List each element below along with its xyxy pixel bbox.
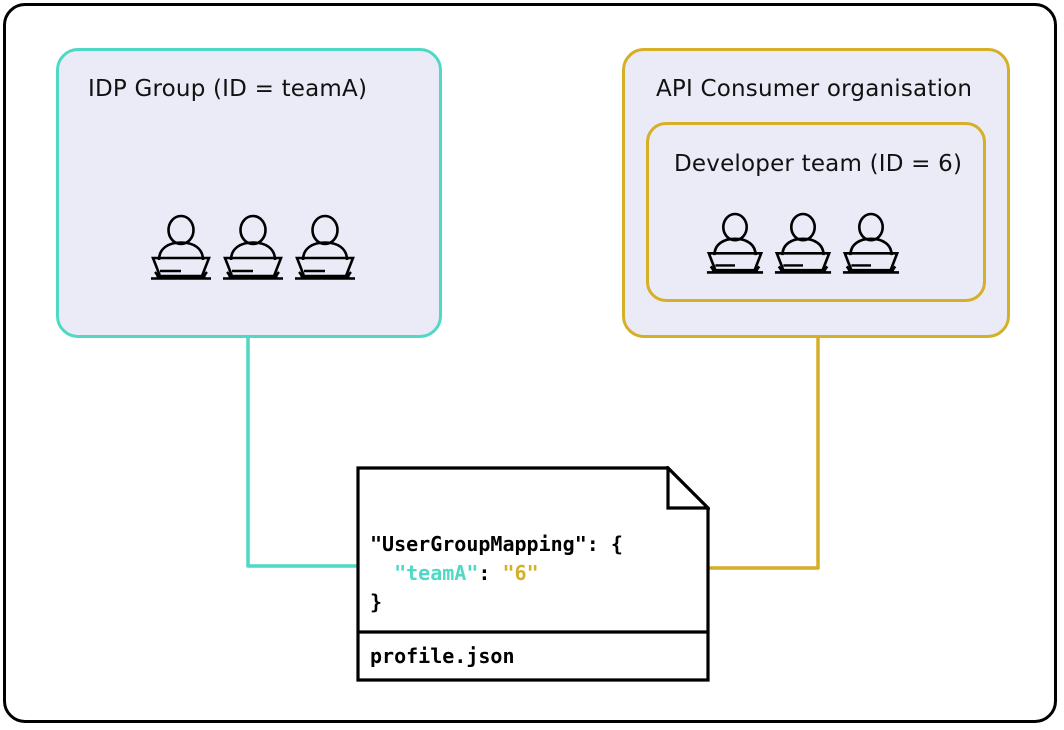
document-fold-icon	[666, 466, 710, 510]
json-value-6: "6"	[502, 561, 539, 585]
json-line-3: }	[370, 590, 383, 614]
teal-connector-line	[246, 338, 386, 568]
person-at-laptop-icon	[774, 212, 832, 274]
profile-json-card	[356, 466, 710, 682]
idp-group-people	[150, 214, 356, 280]
document-filename: profile.json	[370, 644, 515, 668]
document-outline	[356, 466, 710, 682]
json-line-1: "UserGroupMapping": {	[370, 532, 623, 556]
person-at-laptop-icon	[842, 212, 900, 274]
json-code-block: "UserGroupMapping": { "teamA": "6" }	[370, 530, 623, 617]
person-at-laptop-icon	[223, 214, 283, 280]
json-line-2: "teamA": "6"	[394, 561, 539, 585]
person-at-laptop-icon	[706, 212, 764, 274]
developer-team-title: Developer team (ID = 6)	[674, 151, 963, 177]
person-at-laptop-icon	[295, 214, 355, 280]
developer-team-people	[706, 212, 900, 274]
api-consumer-org-title: API Consumer organisation	[656, 76, 973, 102]
idp-group-title: IDP Group (ID = teamA)	[88, 76, 368, 102]
idp-group-box	[56, 48, 442, 338]
json-key-teama: "teamA"	[394, 561, 479, 585]
person-at-laptop-icon	[151, 214, 211, 280]
